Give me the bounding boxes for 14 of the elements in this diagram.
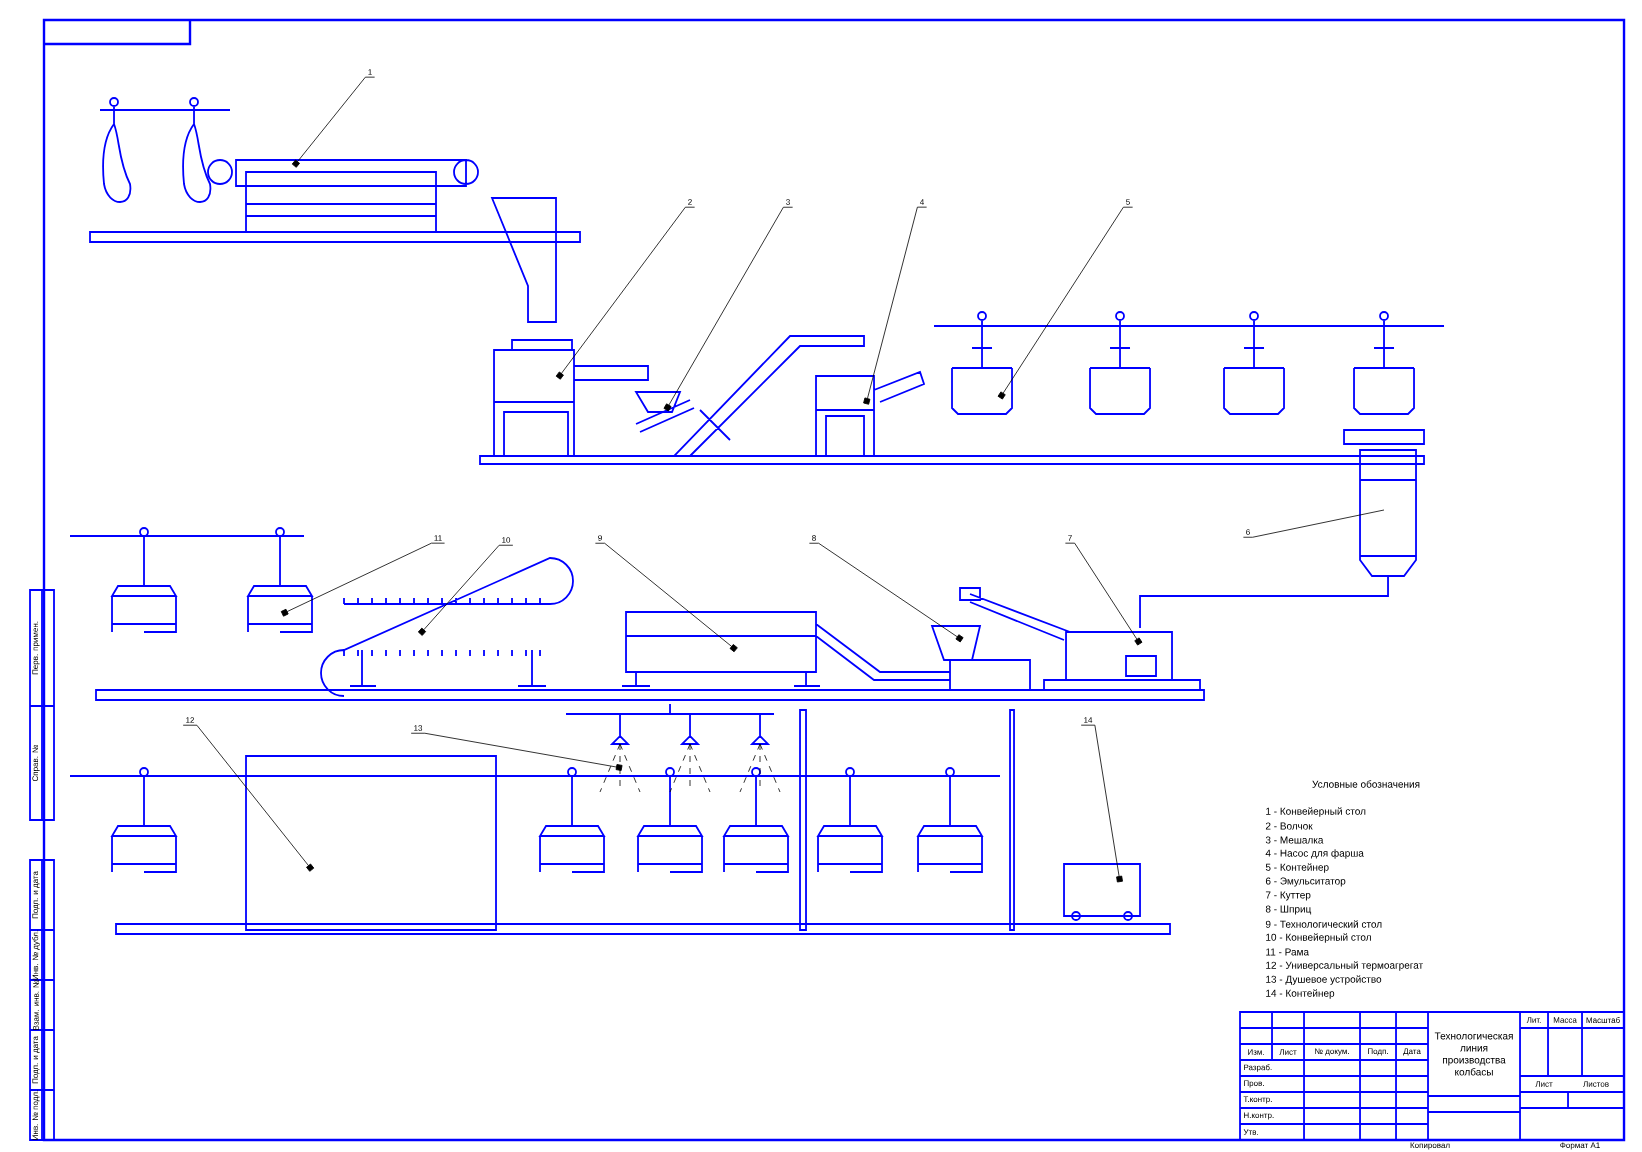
- leader-line: [1065, 542, 1143, 646]
- leader-line: [182, 724, 315, 872]
- leader-line: [997, 206, 1134, 400]
- leader-line: [863, 206, 928, 405]
- leader-line: [291, 76, 376, 168]
- leader-line: [1080, 724, 1123, 883]
- leader-line: [809, 542, 964, 643]
- leader-line: [410, 732, 623, 771]
- leader-line: [1243, 509, 1385, 538]
- leader-line: [555, 206, 696, 380]
- leader-line: [417, 544, 514, 636]
- leader-line: [663, 206, 794, 412]
- leader-line: [280, 542, 445, 617]
- leader-line: [595, 542, 738, 653]
